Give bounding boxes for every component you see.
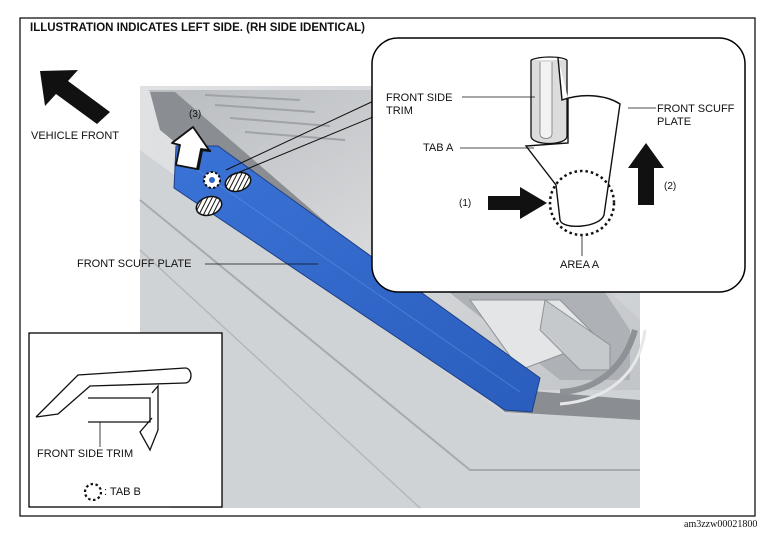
clip-hatched-lower (195, 195, 223, 217)
label-front-side-trim-detail: FRONT SIDE TRIM (386, 92, 453, 117)
lift-arrow-3 (171, 126, 210, 170)
page-title: ILLUSTRATION INDICATES LEFT SIDE. (RH SI… (30, 22, 365, 34)
label-tab-b-legend: : TAB B (104, 486, 141, 498)
marker-step-2: (2) (664, 181, 677, 192)
inset-profile (35, 367, 192, 452)
label-front-scuff-plate: FRONT SCUFF PLATE (77, 258, 192, 270)
lift-arrow-2 (628, 143, 664, 205)
marker-step-3: (3) (189, 109, 202, 120)
outer-frame (19, 17, 756, 517)
label-tab-a: TAB A (423, 142, 454, 154)
detail-scuff-plate-profile (524, 57, 621, 227)
vehicle-front-arrow-icon (40, 70, 110, 124)
label-vehicle-front: VEHICLE FRONT (31, 130, 120, 142)
tab-b-legend-icon (83, 482, 103, 502)
detail-front-side-trim (530, 56, 568, 145)
area-a-circle (548, 169, 616, 237)
front-scuff-plate (173, 145, 541, 413)
label-front-scuff-plate-detail: FRONT SCUFF PLATE (657, 103, 735, 128)
marker-step-1: (1) (459, 198, 472, 209)
inset-box (28, 332, 223, 508)
document-id: am3zzw00021800 (684, 519, 758, 530)
label-area-a: AREA A (560, 259, 600, 271)
push-arrow-1 (488, 187, 547, 219)
label-front-side-trim-inset: FRONT SIDE TRIM (37, 448, 134, 460)
